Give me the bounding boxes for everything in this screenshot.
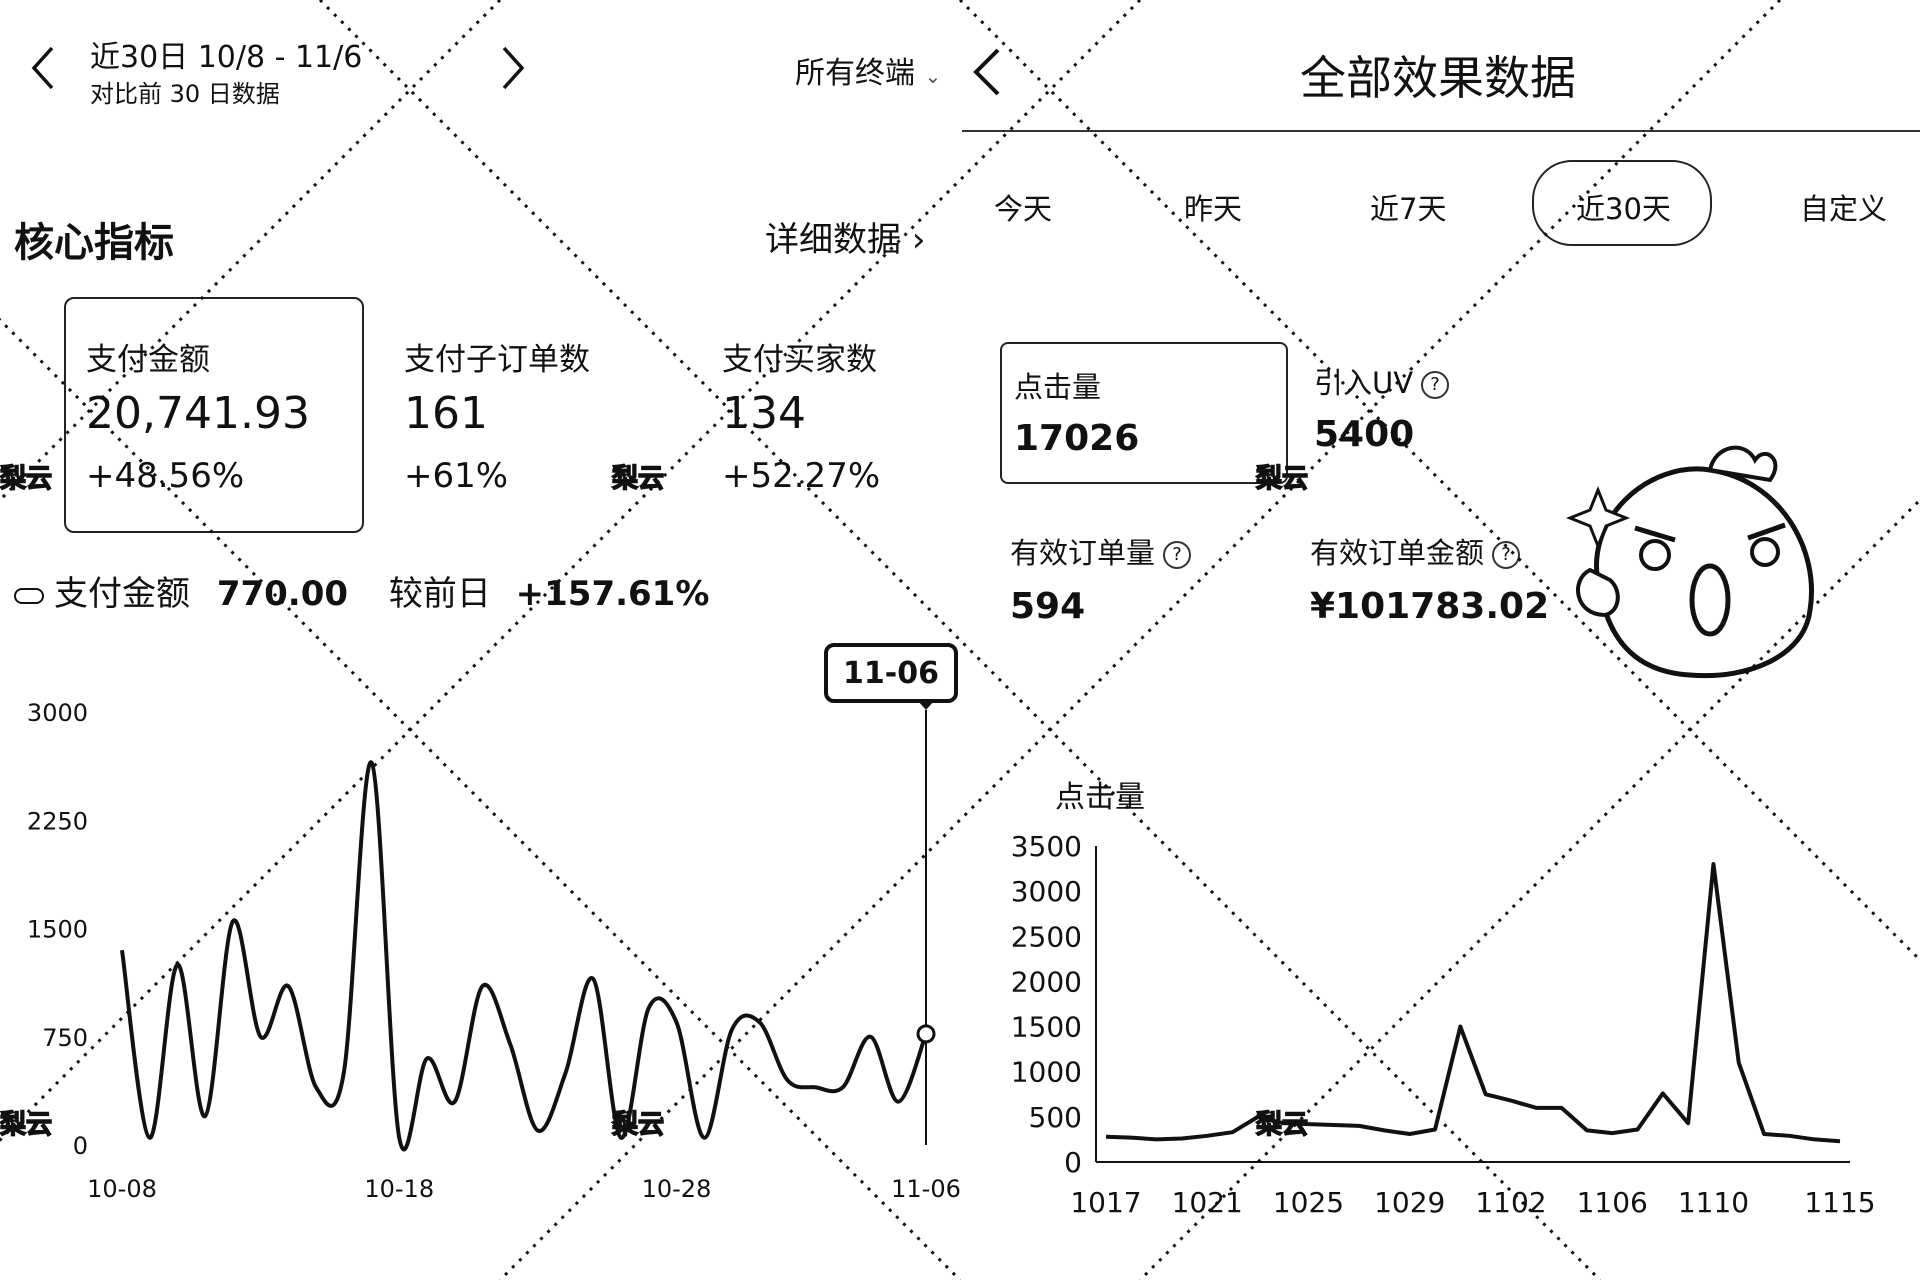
date-range: 近30日 10/8 - 11/6: [90, 40, 363, 75]
metric-label-order-amount: 有效订单金额?: [1310, 530, 1521, 572]
prev-period-button[interactable]: [28, 44, 56, 100]
payment-amount-chart: 0 750 1500 2250 3000 10-08 10-18 10-28 11-06 11-0…: [27, 643, 961, 1203]
watermark: 梨云: [611, 1109, 665, 1141]
y-tick-label: 1500: [1011, 1011, 1082, 1044]
detail-data-link[interactable]: 详细数据 ›: [765, 212, 925, 261]
help-icon[interactable]: ?: [1492, 541, 1521, 569]
metric-change: +52.27%: [722, 456, 881, 496]
metric-label-orders: 有效订单量?: [1010, 530, 1192, 572]
y-tick-label: 1000: [1011, 1056, 1082, 1089]
summary-value: 770.00: [216, 574, 349, 614]
y-tick-label: 750: [42, 1024, 88, 1052]
metric-label: 支付买家数: [722, 342, 877, 378]
terminal-select[interactable]: 所有终端 ⌄: [795, 48, 941, 92]
x-tick-label: 1106: [1577, 1186, 1648, 1219]
x-tick-label: 1017: [1070, 1186, 1141, 1219]
detail-link-label: 详细数据: [765, 220, 901, 260]
section-title: 核心指标: [14, 220, 174, 266]
x-tick-label: 1102: [1475, 1186, 1546, 1219]
metric-label-uv: 引入UV?: [1314, 360, 1450, 402]
header-divider: [962, 130, 1920, 132]
x-tick-label: 1110: [1678, 1186, 1749, 1219]
back-button[interactable]: [968, 46, 1004, 102]
metric-label: 有效订单金额: [1310, 536, 1485, 570]
terminal-label: 所有终端: [795, 56, 915, 91]
y-tick-label: 500: [1029, 1101, 1082, 1134]
highlight-point: [916, 1024, 936, 1044]
metric-value: 161: [404, 388, 488, 439]
tab-yesterday[interactable]: 昨天: [1184, 192, 1243, 226]
series-line: [1105, 862, 1841, 1144]
chevron-left-icon: [31, 46, 54, 90]
y-tick-label: 3500: [1011, 830, 1082, 863]
tab-30-days[interactable]: 近30天: [1576, 192, 1671, 226]
tab-today[interactable]: 今天: [994, 192, 1053, 226]
x-tick-label: 1115: [1804, 1186, 1875, 1219]
chevron-right-icon: [502, 46, 525, 90]
x-tick-label: 11-06: [891, 1175, 961, 1203]
metric-value: ¥101783.02: [1310, 586, 1550, 627]
watermark: 梨云: [1255, 463, 1309, 495]
y-tick-label: 2000: [1011, 965, 1082, 998]
metric-change: +61%: [404, 456, 509, 496]
x-tick-label: 10-18: [364, 1175, 434, 1203]
metric-label: 引入UV: [1314, 366, 1414, 400]
summary-compare-label: 较前日: [388, 574, 491, 614]
y-tick-label: 3000: [27, 699, 88, 727]
metric-value: 5400: [1314, 414, 1415, 455]
metric-value: 20,741.93: [86, 388, 310, 439]
x-tick-label: 1029: [1374, 1186, 1445, 1219]
summary-compare-value: +157.61%: [515, 574, 710, 614]
metric-label: 有效订单量: [1010, 536, 1156, 570]
summary-label: 支付金额: [54, 574, 190, 614]
tooltip-pointer: [918, 701, 934, 710]
metric-label: 支付子订单数: [404, 342, 590, 378]
help-icon[interactable]: ?: [1421, 371, 1450, 399]
clicks-chart: 0 500 1000 1500 2000 2500 3000 3500 1017 1021 1025…: [1011, 830, 1876, 1219]
tab-7-days[interactable]: 近7天: [1370, 192, 1447, 226]
y-tick-label: 3000: [1011, 875, 1082, 908]
summary-line: 支付金额 770.00 较前日 +157.61%: [14, 566, 709, 615]
series-line: [120, 760, 928, 1152]
metric-value: 134: [722, 388, 806, 439]
metric-value: 17026: [1014, 418, 1140, 459]
page-title: 全部效果数据: [1300, 51, 1576, 105]
y-tick-label: 2500: [1011, 920, 1082, 953]
metric-value: 594: [1010, 586, 1086, 627]
metric-label: 支付金额: [86, 342, 210, 378]
y-tick-label: 0: [1064, 1146, 1082, 1179]
metric-change: +48.56%: [86, 456, 245, 496]
legend-line-icon: [14, 587, 44, 604]
y-tick-label: 1500: [27, 916, 88, 944]
tab-custom[interactable]: 自定义: [1800, 192, 1888, 226]
y-tick-label: 2250: [27, 807, 88, 835]
x-tick-label: 1021: [1172, 1186, 1243, 1219]
watermark: 梨云: [0, 1109, 53, 1141]
watermark: 梨云: [1255, 1109, 1309, 1141]
x-tick-label: 10-28: [642, 1175, 712, 1203]
chevron-down-icon: ⌄: [924, 64, 942, 88]
metric-label: 点击量: [1014, 370, 1102, 404]
chevron-right-icon: ›: [911, 220, 926, 260]
tooltip-label: 11-06: [843, 656, 939, 691]
help-icon[interactable]: ?: [1163, 541, 1192, 569]
watermark: 梨云: [0, 463, 53, 495]
x-tick-label: 10-08: [87, 1175, 157, 1203]
watermark: 梨云: [611, 463, 665, 495]
mascot-sticker-icon: [1565, 445, 1814, 679]
chevron-left-icon: [973, 48, 1000, 96]
next-period-button[interactable]: [500, 44, 528, 100]
x-tick-label: 1025: [1273, 1186, 1344, 1219]
compare-text: 对比前 30 日数据: [90, 80, 280, 108]
y-tick-label: 0: [73, 1132, 88, 1160]
